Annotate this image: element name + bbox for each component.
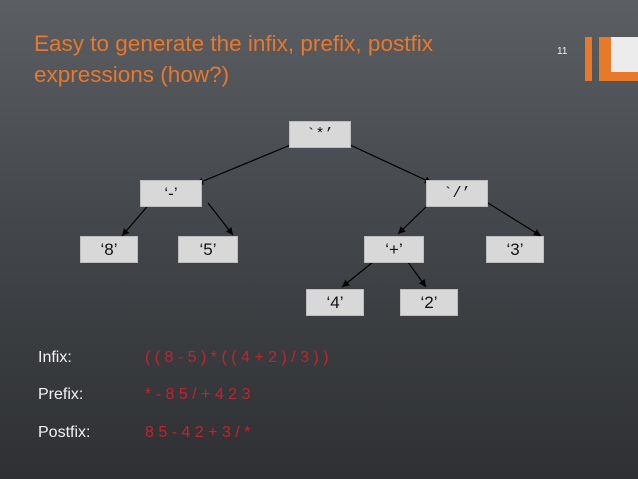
prefix-label: Prefix: (38, 386, 84, 403)
edge-minus-eight (121, 201, 152, 237)
tree-node-minus: ‘-’ (140, 180, 202, 207)
slide-title: Easy to generate the infix, prefix, post… (34, 28, 554, 90)
slide-title-line-1: Easy to generate the infix, prefix, post… (34, 31, 433, 56)
tree-node-eight: ‘8’ (80, 236, 138, 263)
tree-node-two: ‘2’ (400, 289, 458, 316)
infix-label: Infix: (38, 349, 72, 366)
decorative-bar-thin (585, 37, 592, 81)
edge-root-divide (347, 143, 433, 184)
decorative-bar-accent (599, 37, 611, 81)
tree-node-five: ‘5’ (178, 236, 238, 263)
tree-node-plus: ‘+’ (364, 236, 424, 263)
slide-number: 11 (557, 46, 568, 57)
tree-node-three: ‘3’ (486, 236, 544, 263)
slide-title-line-2: expressions (how?) (34, 62, 230, 87)
edge-minus-five (207, 202, 234, 236)
postfix-value: 8 5 - 4 2 + 3 / * (145, 424, 251, 441)
tree-node-root: `*’ (289, 121, 351, 148)
edge-divide-plus (397, 202, 431, 235)
tree-node-four: ‘4’ (306, 289, 364, 316)
prefix-value: * - 8 5 / + 4 2 3 (145, 386, 251, 403)
tree-node-divide: `/’ (426, 180, 488, 207)
postfix-label: Postfix: (38, 424, 91, 441)
infix-value: ( ( 8 - 5 ) * ( ( 4 + 2 ) / 3 ) ) (145, 349, 329, 366)
edge-divide-three (487, 202, 542, 237)
edge-root-minus (195, 143, 294, 185)
decorative-bar-bottom (599, 72, 638, 81)
